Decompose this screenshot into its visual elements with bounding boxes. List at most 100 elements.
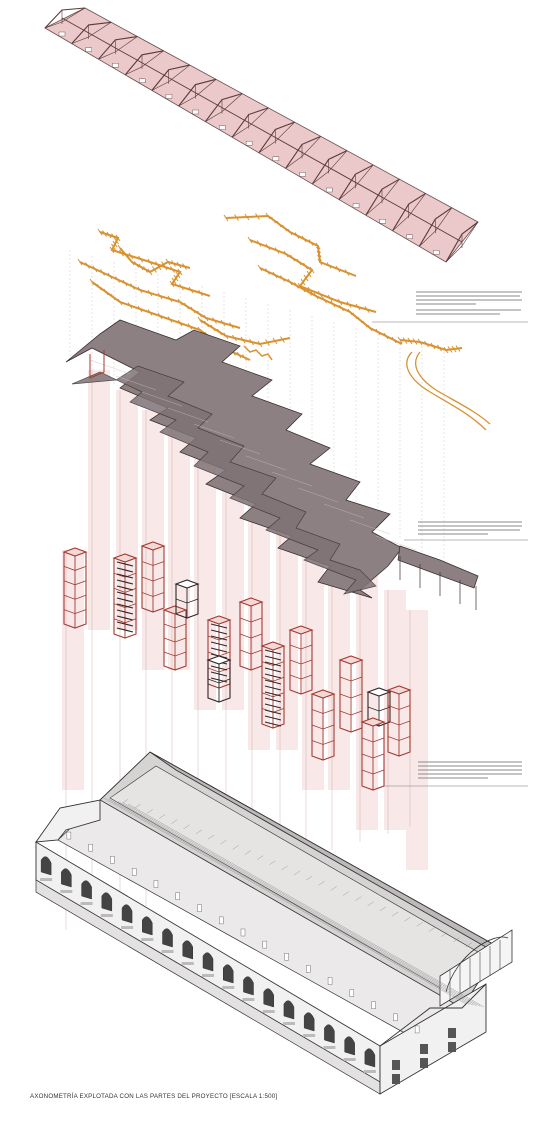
walkway-rung — [137, 286, 143, 294]
walkway-rung — [249, 338, 254, 346]
building-windows — [40, 831, 501, 1084]
walkway-rung — [112, 240, 118, 248]
building-roof-rib — [158, 814, 166, 819]
tower — [206, 655, 232, 703]
walkway-rung — [300, 278, 306, 286]
roof-skylight — [299, 172, 306, 177]
building-window-sill — [181, 962, 194, 965]
walkway-rung — [307, 289, 312, 296]
building-roof-rib — [342, 891, 350, 896]
building-clerestory-window — [110, 856, 115, 864]
slab-grid-line — [323, 503, 365, 519]
projection-column — [248, 490, 270, 750]
roof-truss-web — [221, 93, 243, 112]
walkway-rung — [417, 338, 423, 346]
walkway-rung — [437, 344, 442, 352]
walkway-rung — [147, 289, 153, 297]
building-clerestory-window — [284, 953, 289, 961]
walkway-rung — [322, 296, 327, 304]
walkway-rung — [257, 264, 263, 272]
walkway-rung — [92, 265, 98, 273]
tower-floor — [387, 705, 411, 710]
building-window-sill — [323, 1046, 336, 1049]
roof-truss-web — [168, 64, 190, 82]
roof-trusses — [44, 7, 479, 263]
walkway-rung — [127, 302, 133, 309]
walkway-rung — [171, 260, 176, 267]
roof-truss-web — [258, 141, 276, 154]
walkway-rung — [326, 262, 332, 269]
roof-skylight — [58, 31, 66, 37]
walkway-rung — [287, 228, 293, 236]
roof-truss-web — [312, 171, 329, 185]
walkway-rung — [204, 320, 209, 328]
walkway-ramp-edge — [415, 351, 491, 425]
roof-truss-web — [44, 21, 63, 29]
building-clerestory-window — [371, 1001, 376, 1009]
slab-grid-lines — [89, 359, 417, 551]
building-roof-rib — [244, 850, 252, 855]
roof-truss-web — [61, 7, 86, 23]
walkway-rung — [330, 300, 336, 308]
building-roof-line — [103, 797, 467, 1005]
tower-floor — [239, 633, 263, 639]
walkway-rung — [176, 261, 182, 269]
roof-skylight — [352, 203, 360, 208]
walkway-f — [249, 239, 377, 313]
roof-truss-web — [419, 230, 436, 247]
building-clerestory-window — [393, 1013, 398, 1022]
walkway-rung — [364, 306, 370, 313]
building-roof-line — [127, 803, 485, 1008]
walkway-rung — [232, 334, 237, 342]
building-roof-rib — [404, 917, 411, 922]
roof-skylight — [272, 156, 280, 162]
building-roof-line — [123, 802, 481, 1007]
walkway-rung — [126, 255, 132, 262]
tower-floor — [387, 736, 411, 741]
walkway-rung — [77, 258, 83, 266]
walkway-rung — [128, 252, 134, 260]
building-end-window — [420, 1044, 428, 1054]
building-roof-rib — [392, 911, 399, 917]
slab-grid-line — [89, 359, 131, 375]
walkway-rung — [316, 246, 321, 254]
walkway-rung — [188, 286, 194, 294]
walkway-rung — [316, 250, 322, 258]
building-window-sill — [282, 1022, 295, 1025]
walkway-rung — [187, 323, 193, 330]
building-arched-window — [344, 1036, 355, 1056]
annotation-leaders — [372, 321, 528, 787]
walkway-rung — [156, 263, 162, 271]
building-clerestory-window — [414, 1025, 420, 1034]
tower-layer — [62, 541, 412, 791]
building-arched-window — [142, 916, 153, 936]
projection-columns — [62, 250, 445, 930]
walkway-ramp — [406, 351, 487, 431]
slab-annotation-lines — [418, 521, 522, 535]
building-clerestory-window — [240, 928, 246, 937]
building-roof-rib — [355, 896, 362, 901]
walkway-rung — [223, 332, 229, 340]
tower-floor — [311, 724, 335, 730]
building-clerestory-window — [197, 904, 202, 912]
roof-truss-web — [392, 215, 409, 232]
walkway-rung — [167, 316, 173, 323]
walkway-rung — [412, 338, 418, 345]
walkway-rung — [109, 246, 115, 254]
building-end-window — [448, 1042, 456, 1052]
walkway-rung — [347, 308, 353, 316]
roof-skylight — [138, 78, 146, 84]
building-arched-window — [222, 964, 234, 984]
tower-floor — [141, 592, 165, 597]
building-arched-window — [283, 1000, 295, 1020]
building-window-sill — [303, 1034, 316, 1037]
walkway-rung — [103, 288, 109, 296]
walkway-rung — [294, 232, 300, 239]
walkway-b — [79, 261, 241, 329]
building-roof-rib — [441, 932, 448, 937]
walkway-rung — [147, 268, 153, 276]
walkway-rung — [167, 295, 173, 303]
tower-floor — [207, 635, 231, 641]
tower — [62, 547, 88, 629]
tower — [360, 717, 386, 791]
